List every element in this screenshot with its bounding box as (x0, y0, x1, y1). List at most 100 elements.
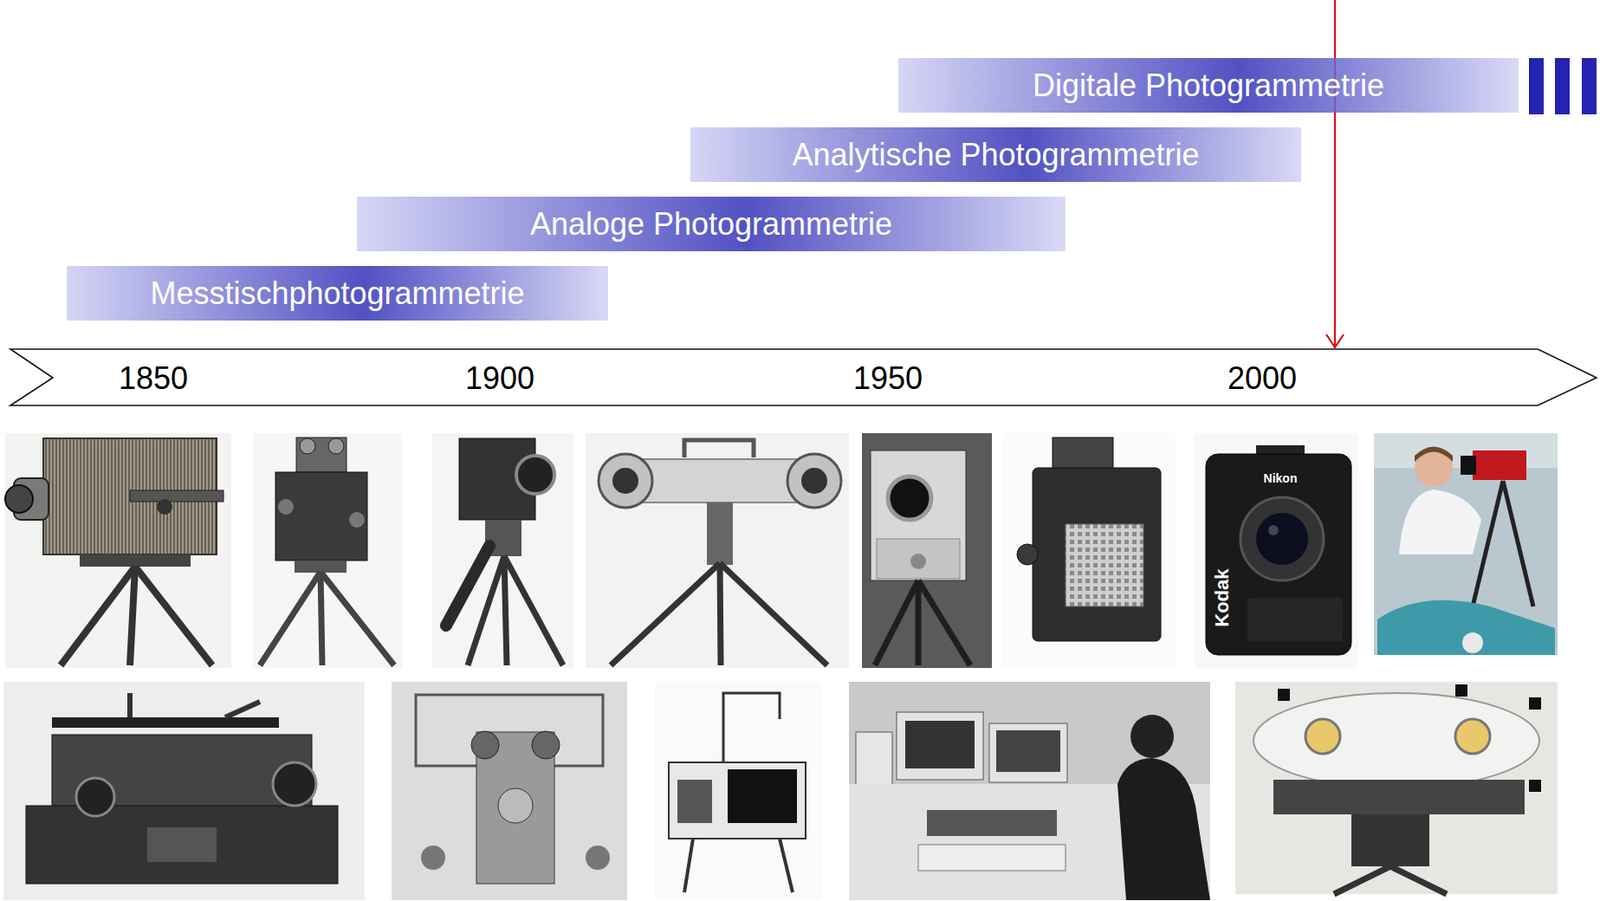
analytical-workstation-photo (989, 723, 1068, 783)
comparator-photo (668, 762, 806, 839)
plotting-instrument-photo (25, 805, 338, 884)
folding-camera-photo (516, 455, 555, 494)
year-label: 1900 (465, 361, 535, 396)
phototheodolite-photo (349, 511, 365, 528)
reseau-camera-photo (1065, 524, 1144, 607)
analytical-workstation-photo (918, 844, 1066, 871)
folding-camera-photo (432, 433, 574, 668)
stereo-camera-photo (610, 563, 720, 666)
plotting-instrument-photo (225, 701, 260, 718)
analytical-workstation-photo (848, 681, 1211, 901)
measurement-scene-photo (1414, 446, 1453, 463)
stereo-sensor-photo (1351, 814, 1430, 867)
today-marker (1326, 334, 1344, 348)
reseau-camera-photo (1017, 544, 1038, 565)
field-camera-photo (129, 490, 224, 502)
digital-camera-photo (1194, 433, 1359, 668)
stereo-camera-photo (598, 453, 653, 508)
stereo-sensor-photo (1455, 719, 1490, 754)
reseau-camera-photo (1002, 433, 1176, 668)
field-camera-photo (60, 566, 136, 666)
digital-camera-photo (1194, 433, 1359, 668)
measurement-scene-photo (1472, 480, 1503, 607)
field-camera-photo (135, 566, 213, 666)
comparator-photo (654, 681, 822, 901)
phototheodolite-photo (252, 433, 402, 668)
phototheodolite-photo (299, 438, 316, 454)
era-band: Digitale Photogrammetrie (898, 58, 1519, 113)
comparator-photo (727, 769, 797, 823)
plotting-instrument-photo (147, 827, 217, 862)
metric-camera-photo (861, 433, 992, 668)
comparator-photo (779, 838, 793, 893)
era-label: Analytische Photogrammetrie (791, 136, 1199, 173)
stereo-sensor-photo (1273, 779, 1525, 815)
stereo-sensor-photo (1253, 693, 1540, 789)
metric-camera-photo (876, 538, 960, 579)
measurement-scene-photo (1373, 433, 1558, 655)
reseau-camera-photo (1032, 467, 1161, 642)
stereo-sensor-photo (1455, 684, 1468, 697)
stereo-camera-photo (706, 502, 733, 565)
folding-camera-photo (504, 556, 564, 666)
stereo-sensor-photo (1334, 866, 1391, 894)
plotting-instrument-photo (3, 681, 365, 901)
continuation-bars (1554, 58, 1570, 115)
metric-camera-photo (910, 553, 927, 570)
folding-camera-photo (467, 556, 505, 666)
comparator-photo (684, 838, 694, 893)
era-band: Analoge Photogrammetrie (356, 196, 1066, 252)
brand-label: Nikon (1263, 472, 1298, 486)
stereo-camera-photo (612, 467, 639, 494)
continuation-bars (1581, 58, 1597, 115)
continuation-bars (1528, 58, 1544, 115)
phototheodolite-photo (320, 571, 323, 666)
era-band: Analytische Photogrammetrie (690, 127, 1302, 182)
stereo-sensor-photo (1277, 688, 1290, 701)
phototheodolite-photo (320, 571, 395, 666)
measurement-scene-photo (1399, 489, 1482, 555)
phototheodolite-photo (294, 560, 347, 573)
measurement-scene-photo (1462, 632, 1484, 654)
stereoplotter-photo (585, 845, 610, 870)
stereo-sensor-photo (1305, 719, 1341, 754)
metric-camera-photo (861, 433, 992, 668)
stereo-sensor-photo (1528, 697, 1542, 710)
stereo-camera-photo (787, 453, 842, 508)
phototheodolite-photo (252, 433, 402, 668)
measurement-scene-photo (1373, 433, 1558, 655)
digital-camera-photo (1247, 597, 1343, 642)
stereoplotter-photo (391, 681, 628, 901)
stereoplotter-photo (391, 681, 628, 901)
phototheodolite-photo (259, 571, 321, 666)
year-label: 1950 (853, 361, 923, 396)
today-marker (1334, 0, 1336, 347)
analytical-workstation-photo (996, 730, 1061, 772)
field-camera-photo (5, 433, 232, 668)
stereo-camera-photo (719, 563, 828, 666)
plotting-instrument-photo (76, 777, 115, 817)
folding-camera-photo (504, 556, 507, 666)
digital-camera-photo (1240, 497, 1324, 581)
measurement-scene-photo (1502, 480, 1534, 607)
stereo-sensor-photo (1235, 681, 1558, 894)
analytical-workstation-photo (896, 712, 984, 780)
stereoplotter-photo (498, 788, 533, 823)
metric-camera-photo (874, 580, 919, 666)
brand-label: Kodak (1211, 568, 1233, 627)
era-label: Digitale Photogrammetrie (1032, 67, 1385, 104)
metric-camera-photo (870, 450, 966, 581)
digital-camera-photo (1205, 453, 1352, 655)
analytical-workstation-photo (926, 809, 1057, 836)
timeline-arrow (10, 349, 1597, 406)
folding-camera-photo (432, 433, 574, 668)
stereo-sensor-photo (1528, 779, 1542, 792)
metric-camera-photo (887, 476, 932, 520)
plotting-instrument-photo (272, 762, 317, 806)
plotting-instrument-photo (127, 693, 133, 718)
year-label: 2000 (1227, 361, 1297, 396)
analytical-workstation-photo (855, 731, 893, 786)
digital-camera-photo (1256, 512, 1309, 565)
stereo-camera-photo (684, 440, 754, 458)
